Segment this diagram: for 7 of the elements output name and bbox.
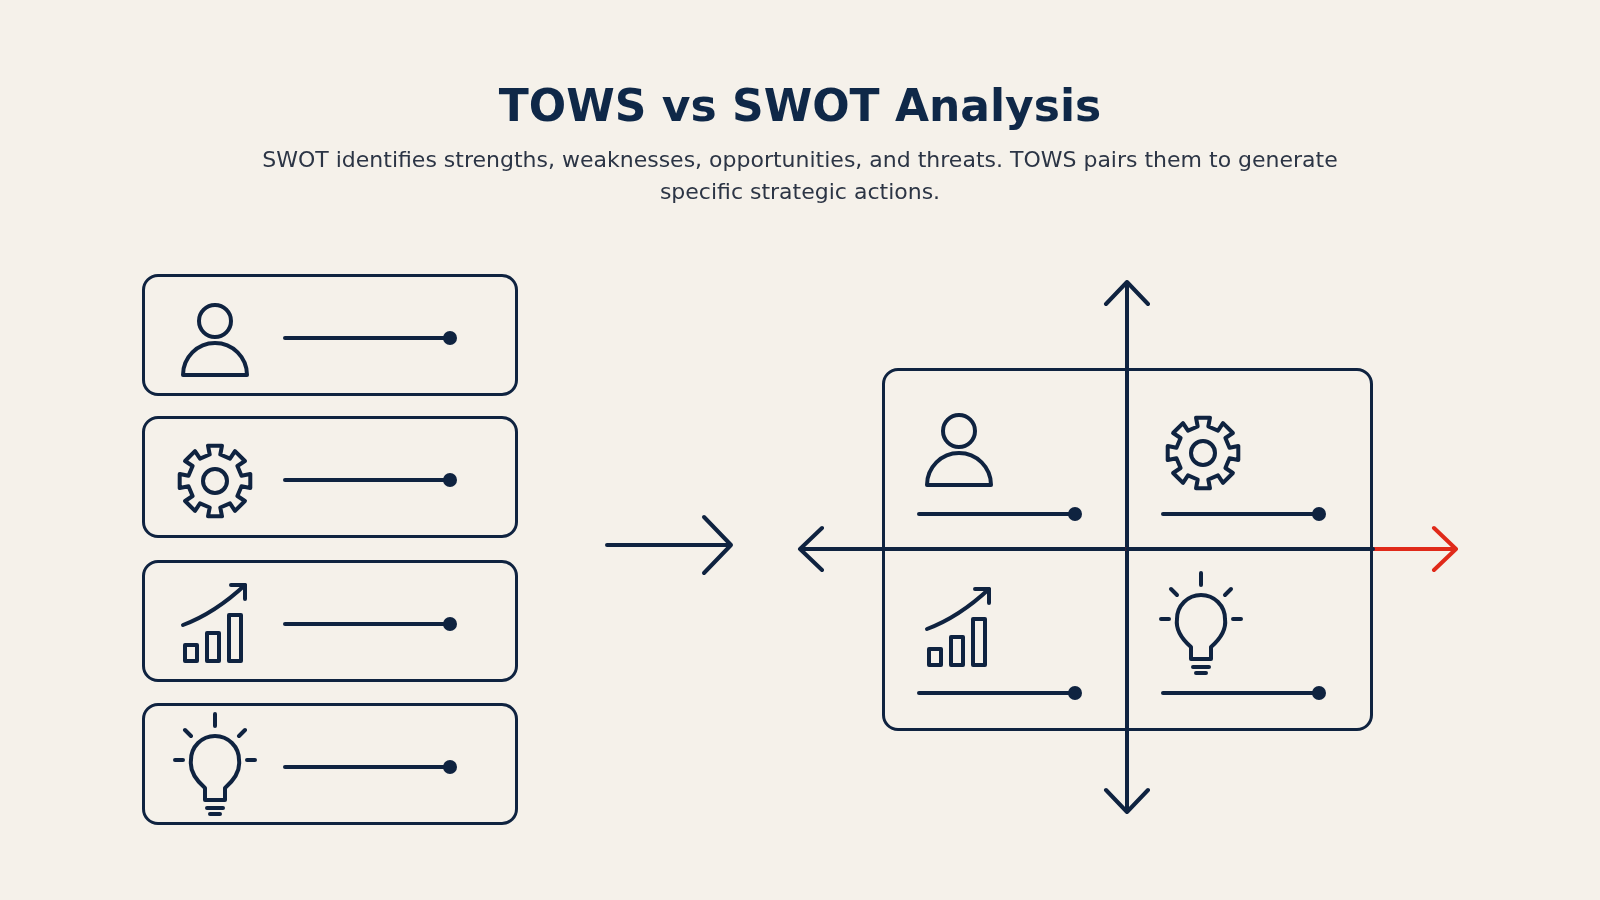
subtitle: SWOT identifies strengths, weaknesses, opportunities, and threats. TOWS pairs them to generate specific strategic actions. xyxy=(261,146,1339,206)
quadrant-matrix-box xyxy=(882,368,1373,731)
icon-card xyxy=(142,416,518,538)
icon-card xyxy=(142,703,518,825)
icon-card xyxy=(142,274,518,396)
title: TOWS vs SWOT Analysis xyxy=(497,80,1103,131)
icon-card xyxy=(142,560,518,682)
